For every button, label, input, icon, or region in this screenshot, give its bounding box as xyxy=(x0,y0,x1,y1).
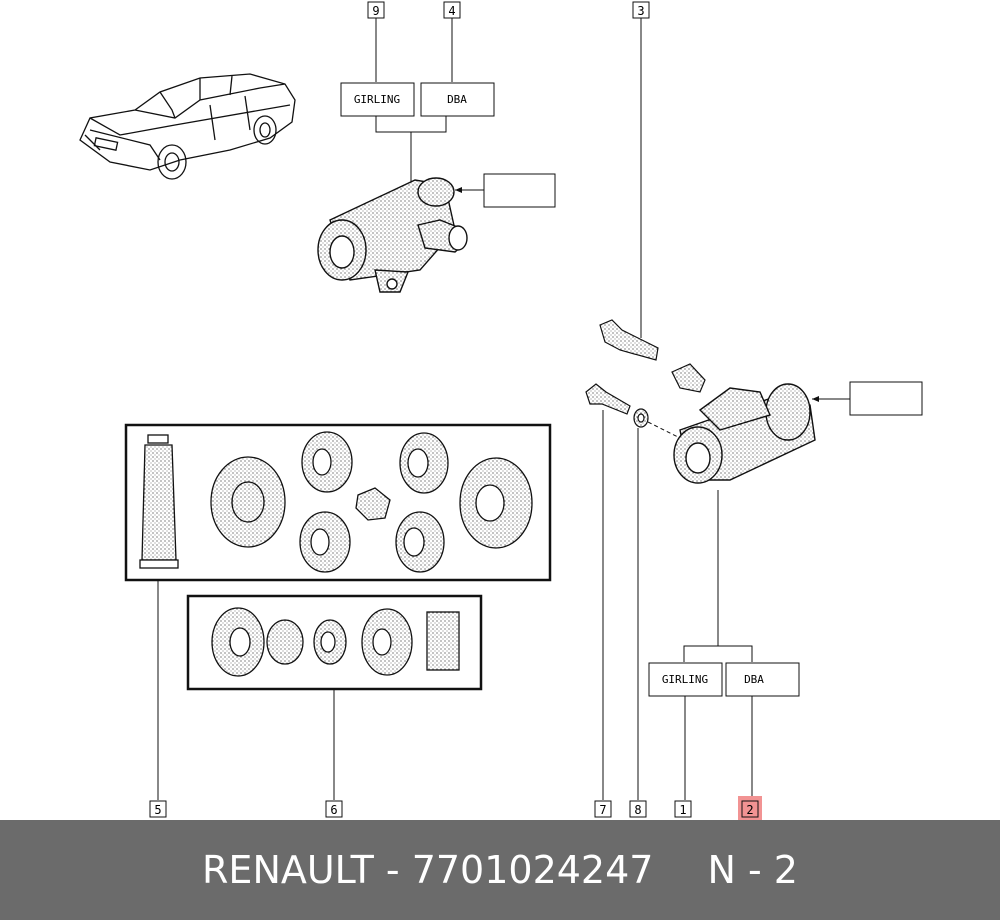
callout-5-label: 5 xyxy=(154,803,161,817)
parts-diagram: 9 4 GIRLING DBA 3 xyxy=(79,1,923,820)
car-illustration xyxy=(79,73,296,180)
bleeder-screw xyxy=(599,319,706,393)
callout-9-label: 9 xyxy=(372,4,379,18)
brand-dba-bottom-text: DBA xyxy=(744,673,764,686)
brand-box-girling-top: GIRLING xyxy=(340,82,415,117)
brand-girling-top-text: GIRLING xyxy=(354,93,400,106)
grease-tube xyxy=(139,434,179,569)
callout-1[interactable]: 1 xyxy=(674,800,692,818)
callout-8[interactable]: 8 xyxy=(629,800,647,818)
washer-8 xyxy=(633,408,649,428)
brand-box-dba-bottom: DBA xyxy=(725,662,800,697)
callout-3-label: 3 xyxy=(637,4,644,18)
kit-6-seals xyxy=(211,607,460,677)
callout-9[interactable]: 9 xyxy=(367,1,385,19)
part-number-footer: RENAULT - 7701024247 N - 2 xyxy=(0,820,1000,920)
callout-7[interactable]: 7 xyxy=(594,800,612,818)
position-text: N - 2 xyxy=(707,848,798,892)
part-number-text: RENAULT - 7701024247 xyxy=(202,848,654,892)
brand-box-girling-bottom: GIRLING xyxy=(648,662,723,697)
wheel-cylinder-main xyxy=(673,383,816,484)
brand-box-dba-top: DBA xyxy=(420,82,495,117)
brand-dba-top-text: DBA xyxy=(447,93,467,106)
callout-3[interactable]: 3 xyxy=(632,1,650,19)
leader-lines-bottom xyxy=(602,410,753,800)
callout-4-label: 4 xyxy=(448,4,455,18)
wheel-cylinder-top xyxy=(317,177,468,293)
callout-1-label: 1 xyxy=(679,803,686,817)
bolt-7 xyxy=(585,383,631,415)
label-box-main xyxy=(812,381,923,416)
callout-8-label: 8 xyxy=(634,803,641,817)
callout-7-label: 7 xyxy=(599,803,606,817)
callout-2-label: 2 xyxy=(746,803,753,817)
callout-5[interactable]: 5 xyxy=(149,800,167,818)
repair-kit-6-panel xyxy=(186,594,483,691)
brand-girling-bottom-text: GIRLING xyxy=(662,673,708,686)
repair-kit-5-panel xyxy=(124,423,552,582)
callout-6[interactable]: 6 xyxy=(325,800,343,818)
callout-2-highlighted[interactable]: 2 xyxy=(738,796,762,820)
assembly-dash-line xyxy=(647,421,681,439)
callout-4[interactable]: 4 xyxy=(443,1,461,19)
label-box-top xyxy=(455,173,556,208)
kit-5-seals xyxy=(210,431,533,573)
leader-lines-top xyxy=(375,18,453,182)
callout-6-label: 6 xyxy=(330,803,337,817)
